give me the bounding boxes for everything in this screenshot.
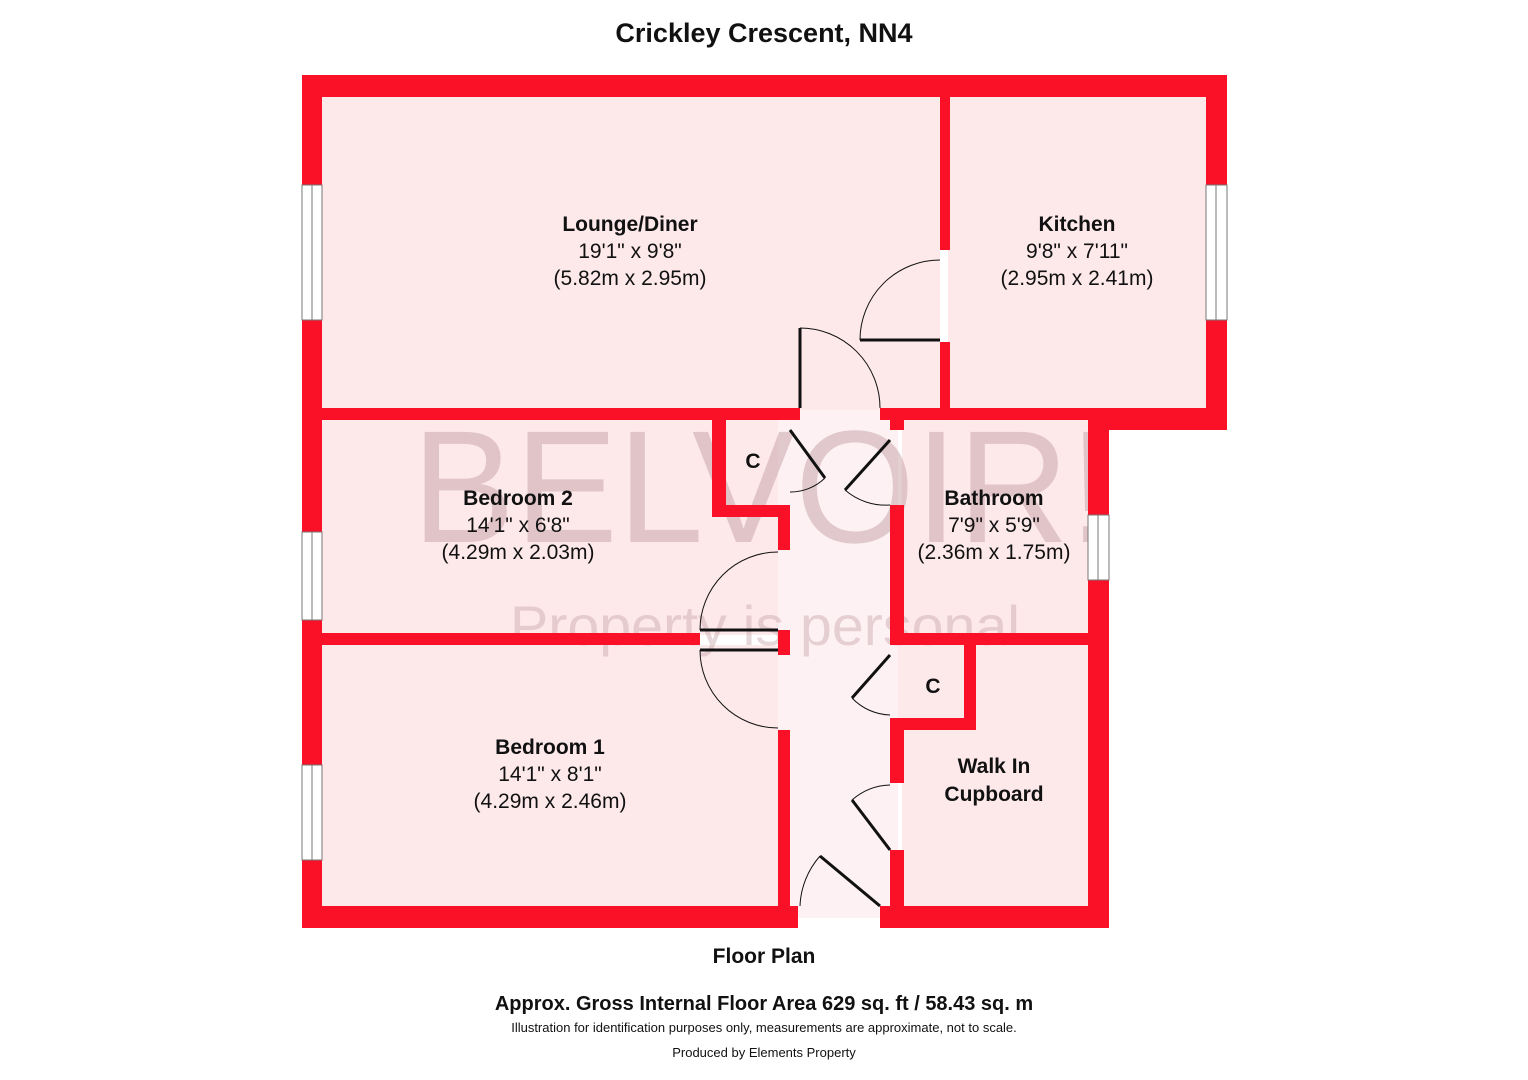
door-bedroom1	[699, 648, 779, 729]
kitchen-floor	[948, 95, 1208, 410]
watermark-brand: BELVOIR!	[412, 397, 1112, 576]
window-kitchen	[1205, 184, 1228, 321]
disclaimer: Illustration for identification purposes…	[511, 1020, 1017, 1035]
door-closet-upper	[788, 429, 827, 493]
bedroom1-name: Bedroom 1	[495, 736, 605, 759]
door-lounge	[798, 327, 881, 409]
bathroom-metric: (2.36m x 1.75m)	[918, 541, 1071, 564]
closet-upper-floor	[724, 420, 778, 505]
bedroom2-floor	[320, 420, 778, 635]
room-labels: Lounge/Diner 19'1" x 9'8" (5.82m x 2.95m…	[442, 213, 1154, 813]
walkin-name-line1: Walk In	[958, 755, 1031, 778]
bedroom2-name: Bedroom 2	[463, 487, 573, 510]
bathroom-floor	[902, 420, 1088, 635]
bedroom1-imperial: 14'1" x 8'1"	[498, 763, 602, 786]
floor-plan-label: Floor Plan	[712, 945, 816, 968]
kitchen-metric: (2.95m x 2.41m)	[1001, 267, 1154, 290]
walls	[302, 75, 1227, 928]
window-bedroom1	[301, 764, 323, 861]
window-bathroom	[1087, 514, 1110, 581]
bedroom1-floor	[320, 645, 778, 908]
kitchen-name: Kitchen	[1038, 213, 1115, 236]
closet-upper-label: C	[745, 450, 760, 473]
kitchen-imperial: 9'8" x 7'11"	[1026, 240, 1128, 263]
door-entrance	[799, 854, 881, 908]
windows	[301, 184, 1228, 861]
door-kitchen	[859, 259, 941, 342]
bedroom1-metric: (4.29m x 2.46m)	[474, 790, 627, 813]
producer-credit: Produced by Elements Property	[672, 1045, 856, 1060]
window-lounge	[301, 184, 323, 321]
floor-area: Approx. Gross Internal Floor Area 629 sq…	[494, 993, 1034, 1015]
lounge-name: Lounge/Diner	[562, 213, 697, 236]
closet-lower-floor	[898, 645, 966, 720]
door-walkin	[850, 784, 892, 851]
bathroom-name: Bathroom	[944, 487, 1043, 510]
lounge-imperial: 19'1" x 9'8"	[578, 240, 682, 263]
lounge-metric: (5.82m x 2.95m)	[554, 267, 707, 290]
watermark-tagline: Property is personal	[510, 594, 1020, 657]
watermark: BELVOIR! Property is personal	[412, 397, 1112, 657]
plan-title: Crickley Crescent, NN4	[615, 18, 913, 48]
bedroom2-metric: (4.29m x 2.03m)	[442, 541, 595, 564]
lounge-floor	[320, 95, 940, 410]
door-bathroom	[843, 438, 892, 506]
room-floors	[320, 95, 1208, 918]
bedroom2-imperial: 14'1" x 6'8"	[466, 514, 570, 537]
doors	[699, 259, 941, 908]
door-closet-lower	[850, 654, 892, 716]
window-bedroom2	[301, 531, 323, 621]
closet-lower-label: C	[925, 675, 940, 698]
bathroom-imperial: 7'9" x 5'9"	[948, 514, 1040, 537]
door-bedroom2	[699, 551, 779, 632]
walkin-name-line2: Cupboard	[944, 783, 1043, 806]
